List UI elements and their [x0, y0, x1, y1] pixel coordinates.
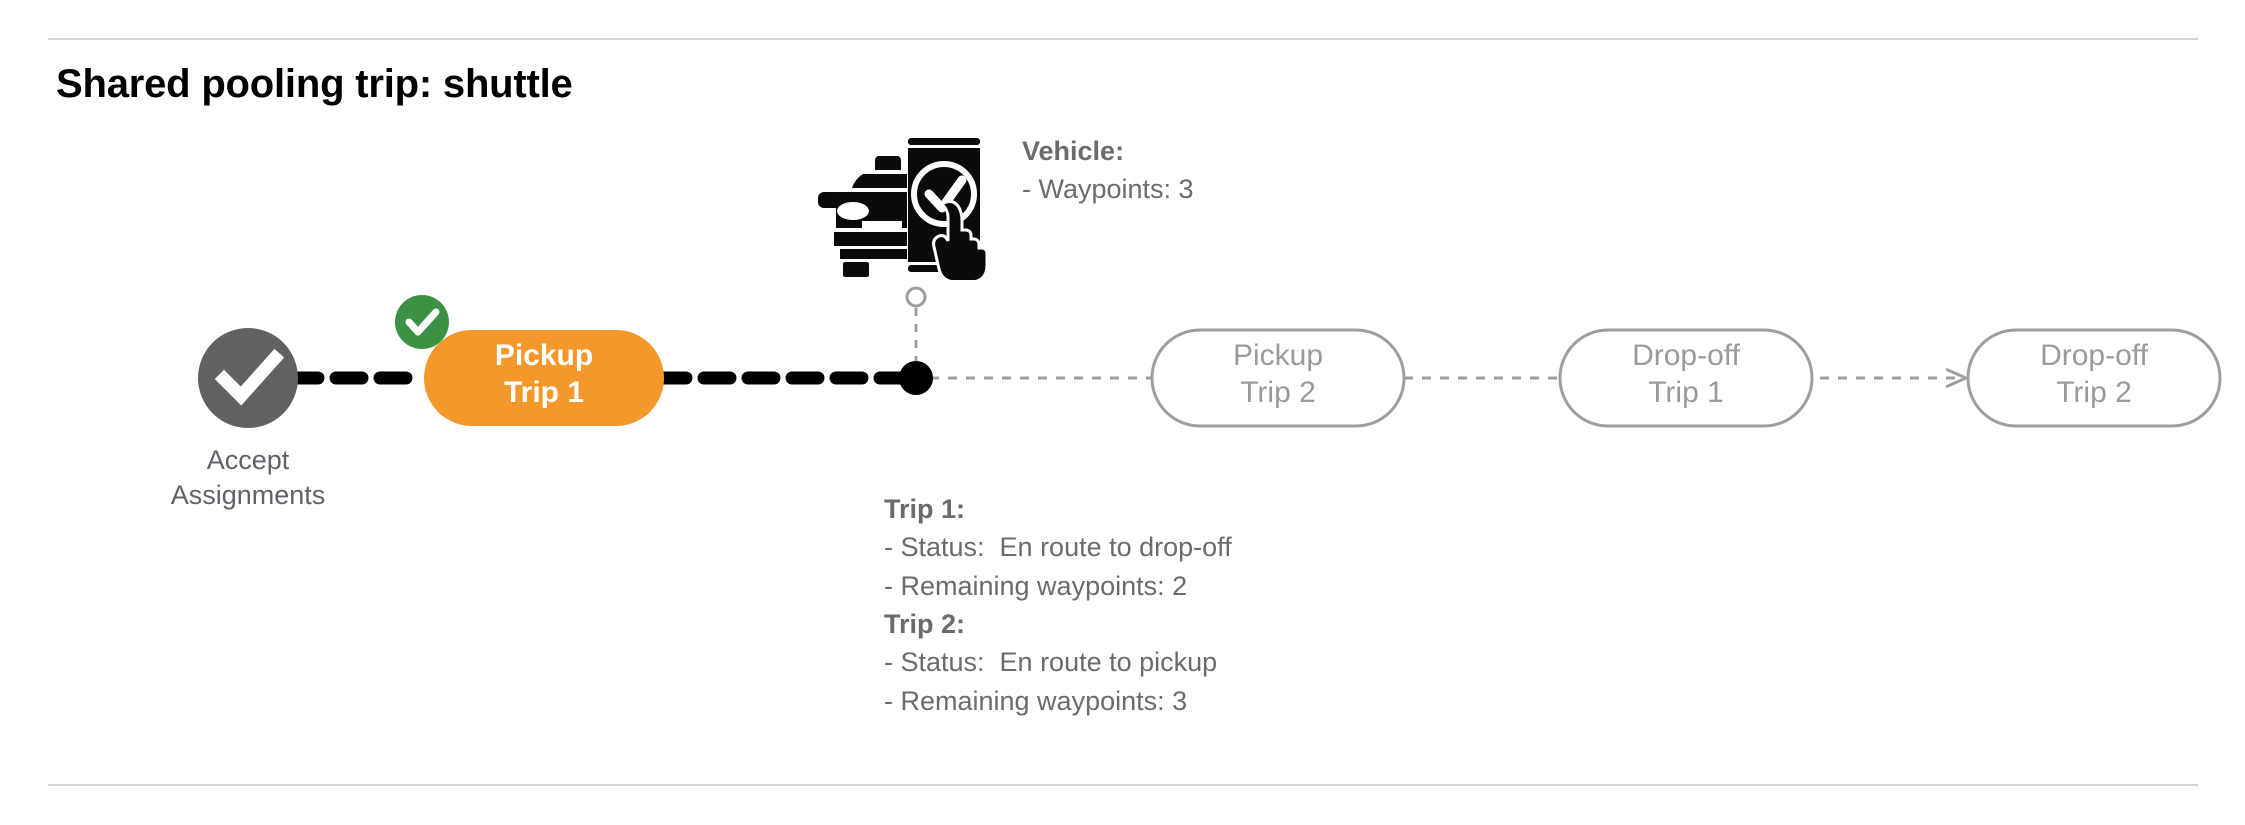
trip-annotations: Trip 1: - Status: En route to drop-off -…	[884, 490, 1232, 720]
trip-2-annotation-header: Trip 2:	[884, 608, 966, 639]
page-title: Shared pooling trip: shuttle	[56, 62, 573, 106]
node-dropoff-trip-2[interactable]	[1966, 328, 2222, 428]
node-dropoff-trip-1[interactable]	[1558, 328, 1814, 428]
node-pickup-trip-2[interactable]	[1150, 328, 1406, 428]
check-circle-icon	[214, 348, 285, 406]
vehicle-annotation-line-0: - Waypoints: 3	[1022, 174, 1194, 205]
check-badge-circle	[395, 295, 449, 349]
check-badge-icon	[405, 308, 440, 336]
vehicle-annotation: Vehicle: - Waypoints: 3	[1022, 132, 1194, 209]
trip-1-annotation-header: Trip 1:	[884, 494, 966, 524]
node-pickup-trip-1[interactable]	[424, 330, 664, 426]
start-node-circle[interactable]	[198, 328, 298, 428]
vehicle-annotation-header: Vehicle:	[1022, 136, 1125, 166]
current-position-dot[interactable]	[899, 361, 933, 395]
trip-2-status-line: - Status: En route to pickup	[884, 647, 1218, 678]
trip-2-waypoints-line: - Remaining waypoints: 3	[884, 685, 1188, 716]
divider-bottom	[48, 784, 2198, 786]
vehicle-app-checkmark-icon	[818, 138, 988, 280]
start-node-caption: Accept Assignments	[170, 445, 326, 510]
trip-1-status-line: - Status: En route to drop-off	[884, 532, 1232, 563]
vehicle-leader-anchor	[905, 286, 927, 308]
divider-top	[48, 38, 2198, 40]
trip-1-waypoints-line: - Remaining waypoints: 2	[884, 570, 1188, 601]
